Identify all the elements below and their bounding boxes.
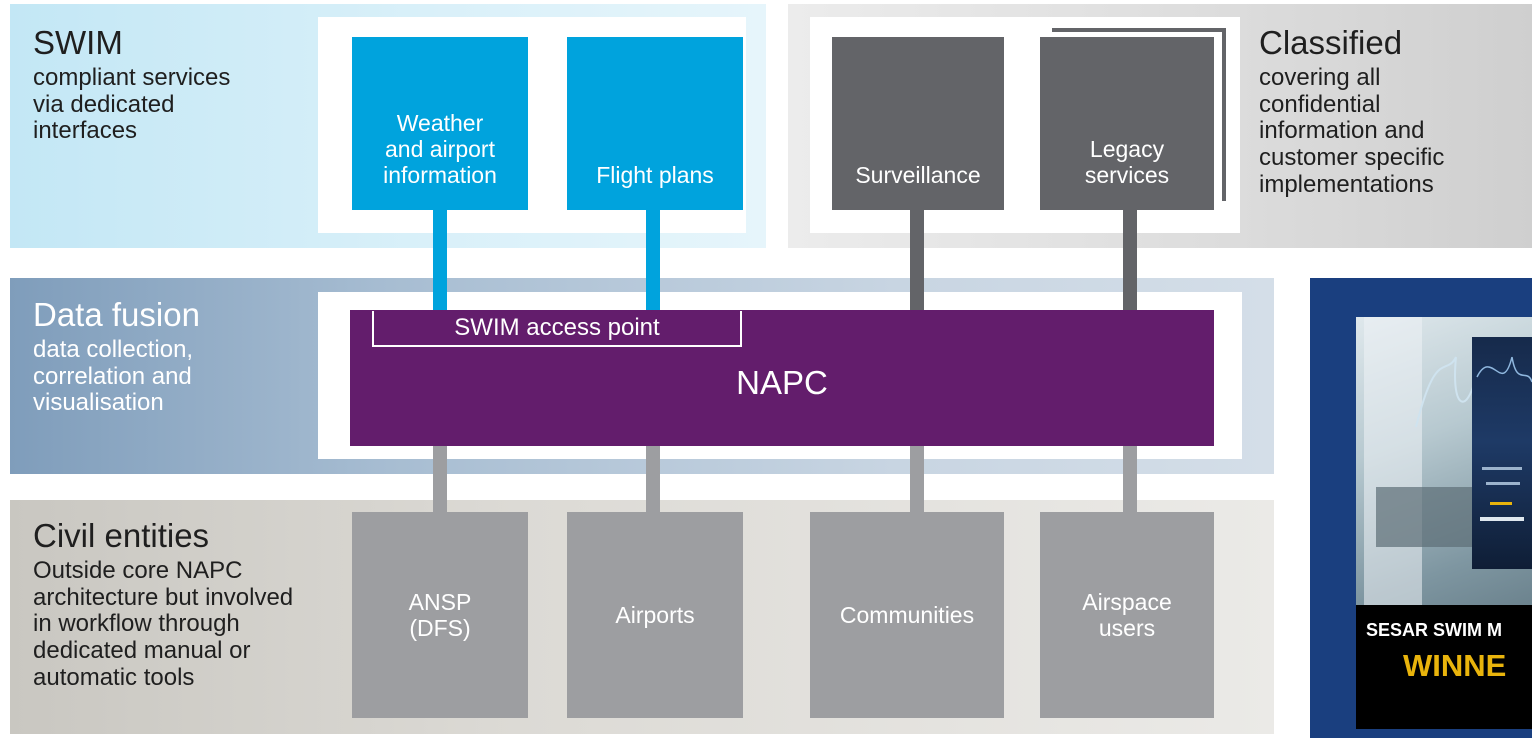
napc-label: NAPC — [736, 364, 828, 401]
classified-desc-line: covering all — [1259, 63, 1381, 91]
fusion-desc-line: data collection, — [33, 335, 194, 363]
weather-line: and airport — [385, 136, 495, 163]
swim-desc-line: compliant services — [33, 63, 231, 91]
fusion-desc-line: correlation and — [33, 362, 192, 390]
civil-desc-line: dedicated manual or — [33, 637, 251, 665]
swim-label: SWIM compliant services via dedicated in… — [33, 24, 231, 146]
classified-desc-line: implementations — [1259, 171, 1434, 199]
surveillance-box: Surveillance — [832, 37, 1004, 210]
civil-desc-line: Outside core NAPC — [33, 556, 243, 584]
classified-description: covering all confidential information an… — [1259, 63, 1445, 199]
classified-desc-line: customer specific — [1259, 144, 1445, 172]
award-banner-winner: WINNE — [1403, 648, 1507, 683]
civil-entities-description: Outside core NAPC architecture but invol… — [33, 556, 294, 692]
civil-desc-line: automatic tools — [33, 664, 195, 692]
weather-line: Weather — [396, 110, 484, 137]
napc-box: NAPC — [350, 310, 1214, 446]
fusion-desc-line: visualisation — [33, 389, 164, 417]
airports-box: Airports — [567, 512, 743, 718]
classified-label: Classified covering all confidential inf… — [1259, 24, 1445, 199]
airspace-users-line: Airspace — [1082, 589, 1172, 616]
flight-plans-box: Flight plans — [567, 37, 743, 210]
swim-title: SWIM — [33, 24, 123, 61]
civil-entities-label: Civil entities Outside core NAPC archite… — [33, 517, 294, 692]
communities-label: Communities — [839, 602, 975, 628]
weather-line: information — [383, 162, 497, 189]
legacy-line: services — [1084, 162, 1170, 189]
legacy-line: Legacy — [1089, 136, 1165, 163]
surveillance-connector — [910, 210, 924, 310]
legacy-services-box: Legacy services — [1040, 37, 1214, 210]
classified-desc-line: information and — [1259, 117, 1425, 145]
swim-description: compliant services via dedicated interfa… — [33, 63, 231, 146]
flight-plans-connector — [646, 210, 660, 310]
ansp-line: ANSP — [408, 589, 472, 616]
ansp-connector — [433, 446, 447, 516]
airports-label: Airports — [615, 602, 695, 628]
communities-connector — [910, 446, 924, 516]
weather-connector — [433, 210, 447, 310]
airspace-users-box: Airspace users — [1040, 512, 1214, 718]
airspace-users-line: users — [1098, 615, 1156, 641]
ansp-line: (DFS) — [409, 615, 471, 641]
data-fusion-label: Data fusion data collection, correlation… — [33, 296, 200, 418]
weather-airport-info-box: Weather and airport information — [352, 37, 528, 210]
award-plaque — [1472, 337, 1532, 569]
legacy-connector — [1123, 210, 1137, 310]
communities-box: Communities — [810, 512, 1004, 718]
swim-desc-line: interfaces — [33, 117, 138, 145]
civil-desc-line: in workflow through — [33, 610, 240, 638]
surveillance-label: Surveillance — [855, 162, 981, 189]
civil-entities-title: Civil entities — [33, 517, 210, 554]
classified-title: Classified — [1259, 24, 1403, 61]
civil-desc-line: architecture but involved — [33, 583, 294, 611]
data-fusion-title: Data fusion — [33, 296, 200, 333]
award-banner-title: SESAR SWIM M — [1366, 620, 1503, 640]
airports-connector — [646, 446, 660, 516]
ansp-box: ANSP (DFS) — [352, 512, 528, 718]
swim-desc-line: via dedicated — [33, 90, 175, 118]
award-plaque-art — [1476, 356, 1532, 521]
classified-desc-line: confidential — [1259, 90, 1381, 118]
airspace-users-connector — [1123, 446, 1137, 516]
swim-access-point: SWIM access point — [372, 311, 742, 347]
data-fusion-description: data collection, correlation and visuali… — [33, 335, 200, 418]
flight-plans-label: Flight plans — [596, 162, 714, 189]
award-banner — [1356, 605, 1532, 729]
